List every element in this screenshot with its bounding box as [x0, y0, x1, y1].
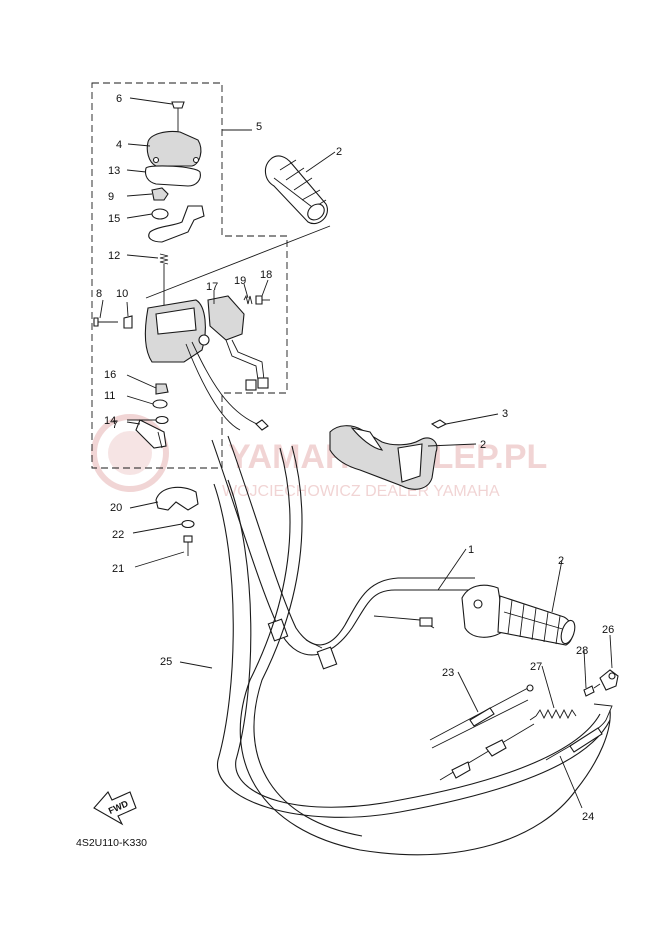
callout-8: 6: [116, 93, 122, 105]
forward-direction-arrow: FWD: [93, 791, 137, 826]
callout-20: 19: [234, 275, 246, 287]
callout-5: 5: [256, 121, 262, 133]
callout-9: 8: [96, 288, 102, 300]
callout-24: 23: [442, 667, 454, 679]
callout-14: 13: [108, 165, 120, 177]
callout-labels: 6 4 13 9 15 12 5 2 8 10 17 19 18 16 11 1…: [96, 93, 614, 823]
watermark-logo-ring: [91, 414, 169, 492]
callout-25: 24: [582, 811, 594, 823]
callout-7: 7: [112, 419, 118, 431]
callout-27: 26: [602, 624, 614, 636]
callout-2-upper: 2: [336, 146, 342, 158]
callout-23: 22: [112, 529, 124, 541]
callout-1: 1: [468, 544, 474, 556]
switch-assembly-group-outline: [91, 82, 288, 469]
callout-4: 3: [502, 408, 508, 420]
handlebar-pad: [329, 419, 448, 490]
watermark-logo-core: [108, 431, 152, 475]
callout-11: 10: [116, 288, 128, 300]
right-grip-assembly: [461, 584, 576, 646]
callout-26: 25: [160, 656, 172, 668]
callout-12: 11: [104, 390, 115, 402]
callout-6: 4: [116, 139, 122, 151]
handlebar: [211, 435, 475, 670]
callout-16: 15: [108, 213, 120, 225]
callout-10: 9: [108, 191, 114, 203]
leader-lines: [99, 97, 613, 809]
clamp-set: [155, 486, 199, 556]
callout-15: 14: [104, 415, 116, 427]
callout-2-lower: 2: [558, 555, 564, 567]
switch-assembly: [93, 101, 270, 449]
callout-19: 18: [260, 269, 272, 281]
left-grip: [264, 155, 328, 224]
callout-13: 12: [108, 250, 120, 262]
callout-17: 16: [104, 369, 116, 381]
callout-3: 2: [480, 439, 486, 451]
callout-22: 21: [112, 563, 124, 575]
callout-29: 28: [576, 645, 588, 657]
diagram-code: 4S2U110-K330: [76, 837, 147, 849]
watermark: YAMAHA-SKLEP.PL WOJCIECHOWICZ DEALER YAM…: [91, 414, 547, 500]
cables: [213, 445, 619, 856]
callout-28: 27: [530, 661, 542, 673]
watermark-sub-text: WOJCIECHOWICZ DEALER YAMAHA: [222, 483, 500, 500]
callout-21: 20: [110, 502, 122, 514]
callout-18: 17: [206, 281, 218, 293]
